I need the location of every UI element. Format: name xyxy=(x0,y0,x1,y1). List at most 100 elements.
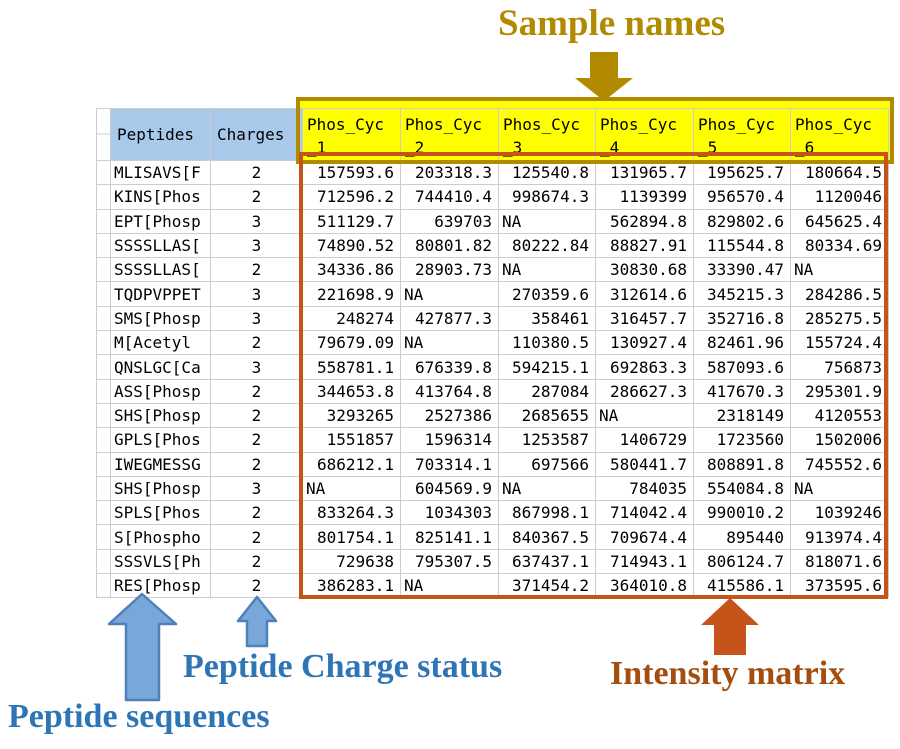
intensity-cell[interactable]: 270359.6 xyxy=(498,281,596,307)
intensity-cell[interactable]: 386283.1 xyxy=(302,573,401,599)
intensity-cell[interactable]: 1723560 xyxy=(693,427,791,453)
intensity-cell[interactable]: 312614.6 xyxy=(595,281,694,307)
intensity-cell[interactable]: 801754.1 xyxy=(302,524,401,550)
charge-cell[interactable]: 3 xyxy=(210,354,303,380)
intensity-cell[interactable]: 4120553 xyxy=(790,402,889,429)
intensity-cell[interactable]: NA xyxy=(498,475,596,502)
sample-column-header-4[interactable]: Phos_Cyc _4 xyxy=(595,108,694,161)
intensity-cell[interactable]: 1406729 xyxy=(595,427,694,453)
intensity-cell[interactable]: 818071.6 xyxy=(790,548,889,575)
intensity-cell[interactable]: NA xyxy=(400,330,499,356)
intensity-cell[interactable]: 956570.4 xyxy=(693,184,791,210)
sample-column-header-5[interactable]: Phos_Cyc _5 xyxy=(693,108,791,161)
intensity-cell[interactable]: 285275.5 xyxy=(790,305,889,332)
peptide-cell[interactable]: KINS[Phos xyxy=(110,184,211,210)
intensity-cell[interactable]: 373595.6 xyxy=(790,573,889,599)
intensity-cell[interactable]: 840367.5 xyxy=(498,524,596,550)
intensity-cell[interactable]: 1596314 xyxy=(400,427,499,453)
intensity-cell[interactable]: 2527386 xyxy=(400,402,499,429)
intensity-cell[interactable]: 28903.73 xyxy=(400,257,499,283)
peptide-cell[interactable]: MLISAVS[F xyxy=(110,159,211,186)
charge-cell[interactable]: 2 xyxy=(210,159,303,186)
intensity-cell[interactable]: 784035 xyxy=(595,475,694,502)
intensity-cell[interactable]: 692863.3 xyxy=(595,354,694,380)
intensity-cell[interactable]: 712596.2 xyxy=(302,184,401,210)
intensity-cell[interactable]: 795307.5 xyxy=(400,548,499,575)
charge-cell[interactable]: 2 xyxy=(210,402,303,429)
intensity-cell[interactable]: 554084.8 xyxy=(693,475,791,502)
intensity-cell[interactable]: 1253587 xyxy=(498,427,596,453)
peptide-cell[interactable]: SSSSLLAS[ xyxy=(110,232,211,259)
peptide-cell[interactable]: SSSSLLAS[ xyxy=(110,257,211,283)
intensity-cell[interactable]: 427877.3 xyxy=(400,305,499,332)
intensity-cell[interactable]: 587093.6 xyxy=(693,354,791,380)
intensity-cell[interactable]: 511129.7 xyxy=(302,208,401,234)
intensity-cell[interactable]: 2685655 xyxy=(498,402,596,429)
intensity-cell[interactable]: 417670.3 xyxy=(693,378,791,404)
intensity-cell[interactable]: 990010.2 xyxy=(693,500,791,526)
charge-cell[interactable]: 2 xyxy=(210,257,303,283)
peptide-cell[interactable]: S[Phospho xyxy=(110,524,211,550)
peptide-cell[interactable]: RES[Phosp xyxy=(110,573,211,599)
sample-column-header-6[interactable]: Phos_Cyc _6 xyxy=(790,108,889,161)
intensity-cell[interactable]: 358461 xyxy=(498,305,596,332)
intensity-cell[interactable]: 195625.7 xyxy=(693,159,791,186)
intensity-cell[interactable]: 1120046 xyxy=(790,184,889,210)
peptide-cell[interactable]: TQDPVPPET xyxy=(110,281,211,307)
intensity-cell[interactable]: 115544.8 xyxy=(693,232,791,259)
intensity-cell[interactable]: 352716.8 xyxy=(693,305,791,332)
intensity-cell[interactable]: 594215.1 xyxy=(498,354,596,380)
intensity-cell[interactable]: 344653.8 xyxy=(302,378,401,404)
intensity-cell[interactable]: 709674.4 xyxy=(595,524,694,550)
charge-cell[interactable]: 2 xyxy=(210,573,303,599)
intensity-cell[interactable]: 345215.3 xyxy=(693,281,791,307)
intensity-cell[interactable]: 155724.4 xyxy=(790,330,889,356)
intensity-cell[interactable]: 604569.9 xyxy=(400,475,499,502)
intensity-cell[interactable]: 1551857 xyxy=(302,427,401,453)
intensity-cell[interactable]: 697566 xyxy=(498,451,596,477)
intensity-cell[interactable]: 80222.84 xyxy=(498,232,596,259)
intensity-cell[interactable]: 364010.8 xyxy=(595,573,694,599)
intensity-cell[interactable]: NA xyxy=(400,573,499,599)
intensity-cell[interactable]: 131965.7 xyxy=(595,159,694,186)
intensity-cell[interactable]: 714943.1 xyxy=(595,548,694,575)
intensity-cell[interactable]: 1039246 xyxy=(790,500,889,526)
charge-cell[interactable]: 2 xyxy=(210,524,303,550)
intensity-cell[interactable]: 703314.1 xyxy=(400,451,499,477)
peptide-cell[interactable]: EPT[Phosp xyxy=(110,208,211,234)
intensity-cell[interactable]: 1034303 xyxy=(400,500,499,526)
intensity-cell[interactable]: 295301.9 xyxy=(790,378,889,404)
intensity-cell[interactable]: 415586.1 xyxy=(693,573,791,599)
peptide-cell[interactable]: QNSLGC[Ca xyxy=(110,354,211,380)
peptide-cell[interactable]: ASS[Phosp xyxy=(110,378,211,404)
intensity-cell[interactable]: 80801.82 xyxy=(400,232,499,259)
charge-cell[interactable]: 2 xyxy=(210,427,303,453)
intensity-cell[interactable]: 867998.1 xyxy=(498,500,596,526)
intensity-cell[interactable]: 130927.4 xyxy=(595,330,694,356)
intensity-cell[interactable]: 729638 xyxy=(302,548,401,575)
intensity-cell[interactable]: 756873 xyxy=(790,354,889,380)
intensity-cell[interactable]: 34336.86 xyxy=(302,257,401,283)
intensity-cell[interactable]: 30830.68 xyxy=(595,257,694,283)
intensity-cell[interactable]: 895440 xyxy=(693,524,791,550)
charge-cell[interactable]: 2 xyxy=(210,184,303,210)
intensity-cell[interactable]: 110380.5 xyxy=(498,330,596,356)
intensity-cell[interactable]: NA xyxy=(302,475,401,502)
peptide-cell[interactable]: SSSVLS[Ph xyxy=(110,548,211,575)
intensity-cell[interactable]: 287084 xyxy=(498,378,596,404)
intensity-cell[interactable]: 1502006 xyxy=(790,427,889,453)
charge-cell[interactable]: 3 xyxy=(210,305,303,332)
peptide-cell[interactable]: SHS[Phosp xyxy=(110,475,211,502)
peptide-cell[interactable]: M[Acetyl xyxy=(110,330,211,356)
charge-cell[interactable]: 3 xyxy=(210,281,303,307)
peptide-cell[interactable]: IWEGMESSG xyxy=(110,451,211,477)
intensity-cell[interactable]: 825141.1 xyxy=(400,524,499,550)
intensity-cell[interactable]: 33390.47 xyxy=(693,257,791,283)
sample-column-header-1[interactable]: Phos_Cyc _1 xyxy=(302,108,401,161)
intensity-cell[interactable]: 676339.8 xyxy=(400,354,499,380)
intensity-cell[interactable]: 203318.3 xyxy=(400,159,499,186)
intensity-cell[interactable]: NA xyxy=(790,257,889,283)
intensity-cell[interactable]: 180664.5 xyxy=(790,159,889,186)
intensity-cell[interactable]: 284286.5 xyxy=(790,281,889,307)
charge-cell[interactable]: 3 xyxy=(210,208,303,234)
